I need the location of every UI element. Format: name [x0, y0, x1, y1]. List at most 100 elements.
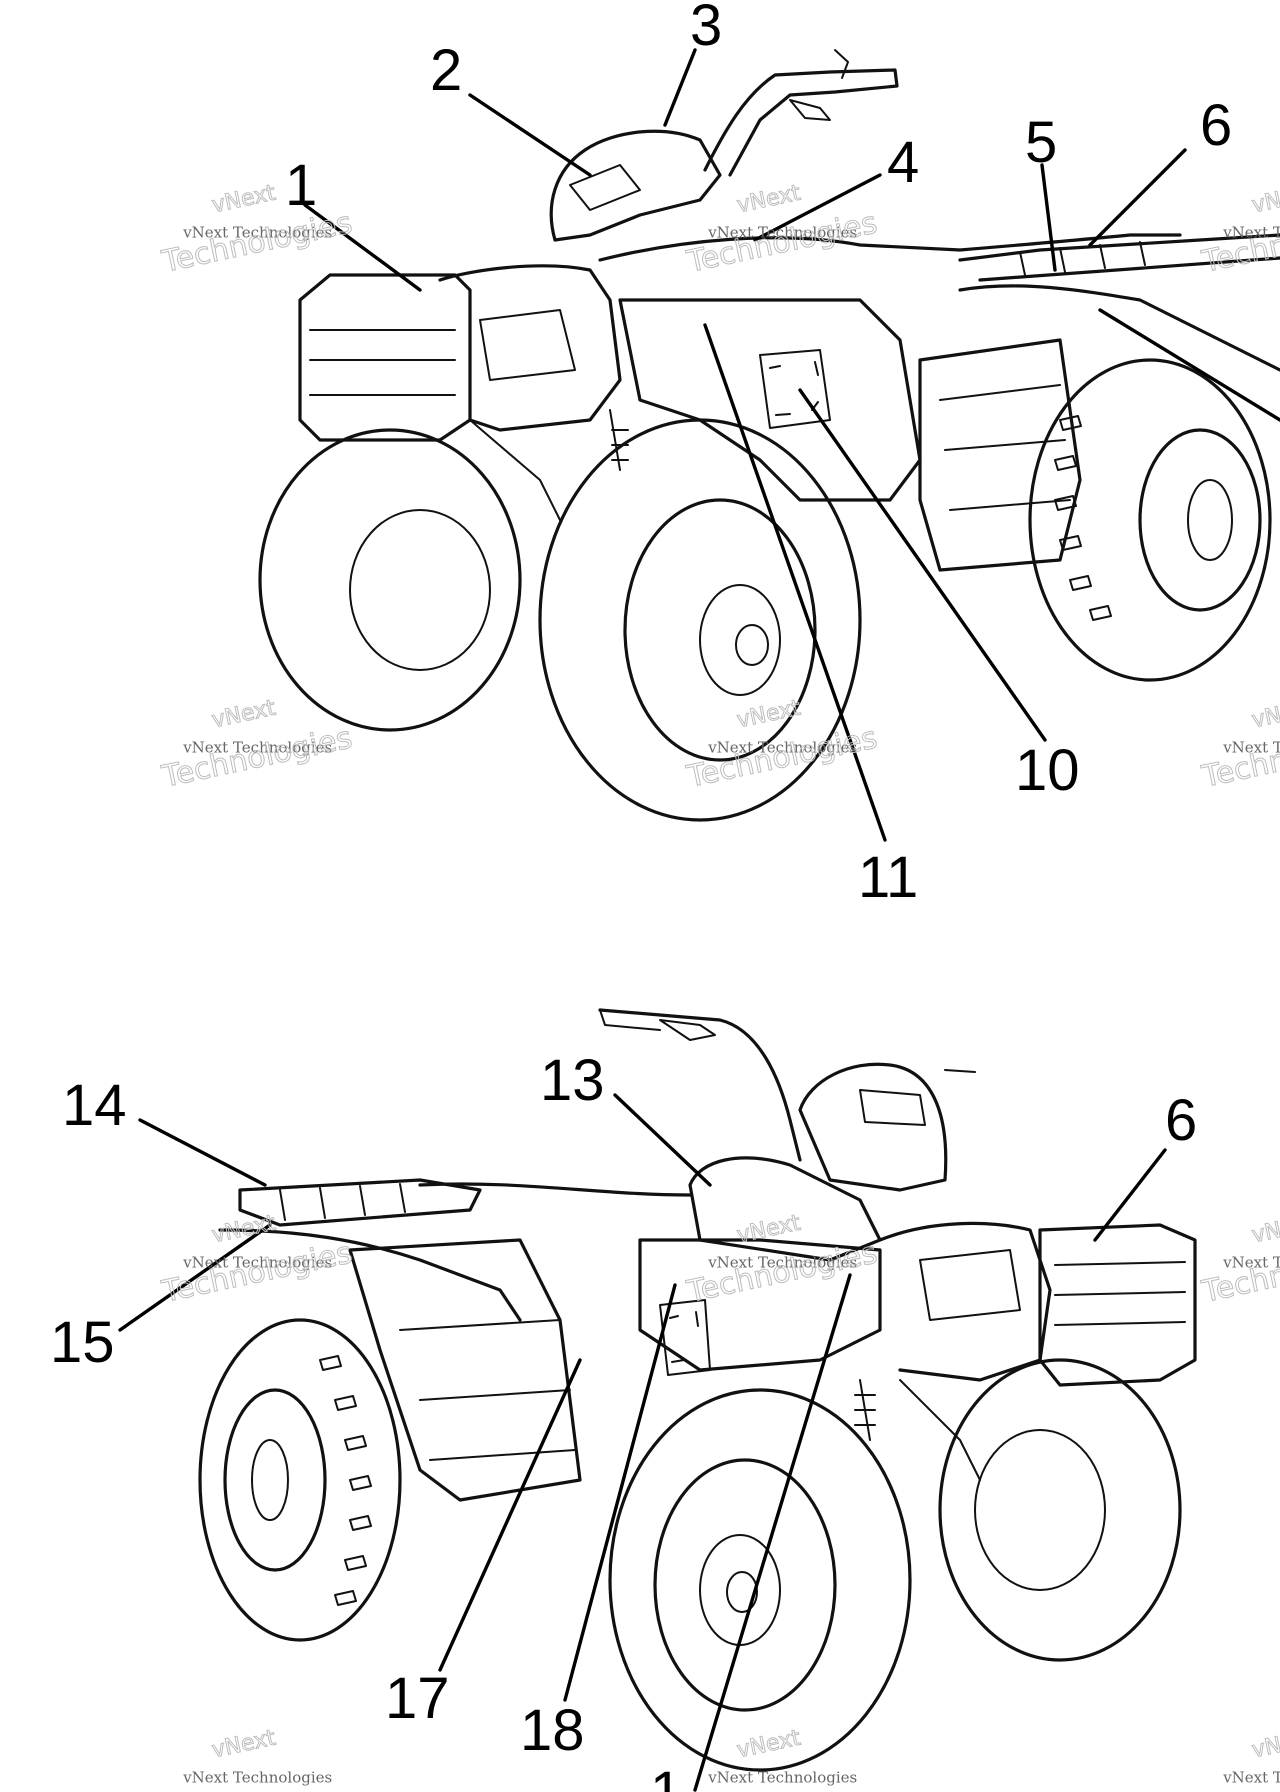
bottom-front-suspension [854, 1379, 981, 1481]
top-headlight-pod [549, 129, 722, 242]
top-rear-left-front-wheel [258, 428, 522, 732]
leader-lines [118, 48, 1280, 1792]
bottom-handlebar [598, 1008, 802, 1162]
watermark-11-line2: vNext Technologies [707, 1768, 857, 1786]
watermark-2: vNext vNext Technologies Technologies [683, 180, 881, 280]
top-front-wheel-hub [699, 584, 781, 696]
watermark-8-line2: vNext Technologies [707, 1253, 857, 1271]
top-seat [598, 233, 1182, 262]
watermark-7-line3: Technologies [158, 1235, 355, 1310]
watermark-9-line3: Technologies [1198, 1235, 1280, 1310]
bottom-rear-fender [218, 1228, 522, 1322]
bottom-rear-tread [319, 1355, 372, 1606]
top-rear-fender [958, 284, 1280, 372]
leader-10 [798, 388, 1047, 742]
watermark-6-line1: vNext [1250, 696, 1280, 734]
watermark-2-line1: vNext [735, 181, 803, 219]
watermark-3-line2: vNext Technologies [1222, 223, 1280, 241]
top-throttle [834, 49, 849, 79]
leader-6-top-extension [1098, 308, 1280, 422]
watermark-3: vNext vNext Technologies Technologies [1198, 180, 1280, 280]
watermark-9-line2: vNext Technologies [1222, 1253, 1280, 1271]
bottom-rear-rack-slats [279, 1183, 406, 1221]
top-rear-tread [1054, 415, 1112, 621]
bottom-front-wheel-tire [608, 1388, 912, 1772]
top-side-decal [759, 349, 831, 429]
leader-3 [663, 48, 697, 127]
watermark-9-line1: vNext [1250, 1211, 1280, 1249]
bottom-rear-wheel-rim [223, 1388, 327, 1572]
watermark-5-line2: vNext Technologies [707, 738, 857, 756]
watermark-12: vNext vNext Technologies [1222, 1725, 1280, 1786]
bottom-handle-end [599, 1009, 661, 1031]
callout-11: 11 [858, 845, 918, 910]
top-front-fender [438, 264, 622, 432]
watermark-12-line1: vNext [1250, 1726, 1280, 1764]
callout-1: 1 [285, 153, 317, 218]
top-handlebar [703, 68, 899, 177]
watermark-4-line3: Technologies [158, 720, 355, 795]
leader-18 [563, 1283, 677, 1702]
watermark-4-line1: vNext [210, 696, 278, 734]
top-front-rack-bars [309, 329, 456, 396]
callout-4: 4 [887, 130, 919, 195]
bottom-front-right-rim [974, 1429, 1106, 1591]
watermark-4: vNext vNext Technologies Technologies [158, 695, 356, 795]
leader-1 [303, 203, 422, 292]
watermark-1-line3: Technologies [158, 205, 355, 280]
watermark-10-line1: vNext [210, 1726, 278, 1764]
bottom-front-rack-bars [1054, 1261, 1186, 1326]
bottom-front-fender [878, 1221, 1052, 1382]
watermark-5-line3: Technologies [683, 720, 880, 795]
callout-10: 10 [1015, 738, 1080, 803]
leader-6-bottom [1093, 1148, 1167, 1242]
bottom-rear-wheel-hub [251, 1439, 289, 1521]
watermark-3-line1: vNext [1250, 181, 1280, 219]
top-rear-rack-slats [1019, 241, 1146, 276]
top-side-fender [618, 298, 922, 502]
watermark-4-line2: vNext Technologies [182, 738, 332, 756]
top-brake-lever [789, 99, 831, 121]
watermark-1: vNext vNext Technologies Technologies [158, 180, 356, 280]
watermark-1-line1: vNext [210, 181, 278, 219]
bottom-rear-wheel-tire [198, 1318, 402, 1642]
watermark-5: vNext vNext Technologies Technologies [683, 695, 881, 795]
bottom-seat [418, 1182, 692, 1197]
leader-13 [613, 1093, 712, 1187]
bottom-rear-rack [238, 1178, 482, 1227]
bottom-front-right-wheel [938, 1358, 1182, 1662]
bottom-front-wheel-cap [726, 1571, 758, 1613]
watermark-10: vNext vNext Technologies [182, 1725, 332, 1786]
bottom-brake-lever [659, 1019, 716, 1041]
bottom-footwell-detail [399, 1319, 576, 1461]
callout-6-bottom: 6 [1165, 1088, 1197, 1153]
bottom-front-rack [1038, 1223, 1197, 1387]
callout-2: 2 [430, 38, 462, 103]
top-front-wheel-tire [538, 418, 862, 822]
bottom-headlight-pod [798, 1062, 948, 1192]
bottom-front-wheel-rim [653, 1458, 837, 1712]
callout-5: 5 [1025, 110, 1057, 175]
watermark-6-line2: vNext Technologies [1222, 738, 1280, 756]
watermark-6: vNext vNext Technologies Technologies [1198, 695, 1280, 795]
top-front-rack [298, 273, 472, 442]
top-front-suspension [469, 409, 629, 521]
watermark-2-line2: vNext Technologies [707, 223, 857, 241]
top-front-vent [479, 309, 576, 381]
watermark-10-line2: vNext Technologies [182, 1768, 332, 1786]
watermark-1-line2: vNext Technologies [182, 223, 332, 241]
bottom-pod-decal [859, 1089, 926, 1126]
leader-11 [703, 323, 887, 842]
top-rear-rack [958, 233, 1280, 282]
leader-6-top [1088, 148, 1187, 247]
atv-bottom-illustration [198, 1008, 1197, 1772]
watermark-12-line2: vNext Technologies [1222, 1768, 1280, 1786]
watermark-3-line3: Technologies [1198, 205, 1280, 280]
leader-2 [468, 93, 592, 177]
watermark-2-line3: Technologies [683, 205, 880, 280]
top-back-wheel-rim [349, 509, 491, 671]
top-footwell [918, 338, 1082, 572]
bottom-mirror-bar [944, 1069, 976, 1073]
top-front-wheel-cap [735, 624, 769, 666]
callout-13: 13 [540, 1048, 605, 1113]
